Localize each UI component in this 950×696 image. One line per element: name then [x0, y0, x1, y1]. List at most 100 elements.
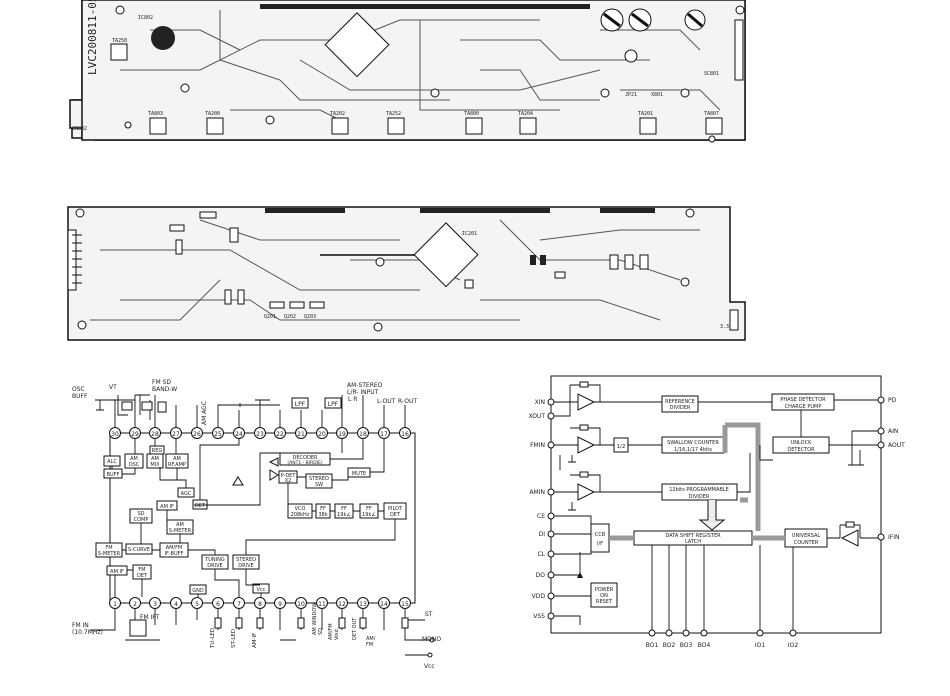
svg-text:19: 19 [338, 431, 346, 438]
svg-text:6: 6 [216, 601, 220, 608]
svg-text:CN802: CN802 [72, 126, 87, 132]
svg-text:RESET: RESET [596, 599, 613, 605]
svg-text:(10.7MHz): (10.7MHz) [72, 629, 103, 636]
svg-text:FMIN: FMIN [530, 442, 545, 449]
svg-text:AM-STEREO: AM-STEREO [347, 382, 383, 389]
svg-text:MONO: MONO [422, 636, 441, 643]
svg-text:DRIVE: DRIVE [238, 563, 253, 569]
svg-text:1: 1 [113, 601, 117, 608]
svg-text:3.3: 3.3 [720, 324, 729, 330]
svg-text:28: 28 [151, 431, 159, 438]
svg-text:AM AGC: AM AGC [201, 401, 208, 425]
svg-text:VT: VT [109, 384, 117, 391]
svg-text:ON: ON [600, 593, 608, 599]
fm-ic-bottom-pins: 1 2 3 4 5 6 7 8 9 10 11 12 13 14 15 [109, 597, 411, 609]
svg-text:25: 25 [214, 431, 222, 438]
svg-text:TA202: TA202 [330, 111, 345, 117]
svg-text:MUTE: MUTE [352, 471, 366, 477]
svg-text:VDD: VDD [532, 593, 546, 600]
svg-text:PHASE DETECTOR: PHASE DETECTOR [780, 397, 826, 403]
svg-text:DI: DI [539, 531, 546, 538]
svg-text:ST: ST [425, 611, 433, 618]
svg-text:DET: DET [390, 512, 401, 518]
svg-text:DRIVE: DRIVE [207, 563, 222, 569]
svg-text:AM-IF: AM-IF [252, 633, 258, 648]
svg-text:DIVIDER: DIVIDER [689, 494, 710, 500]
svg-text:15: 15 [401, 601, 409, 608]
svg-text:FM IN: FM IN [72, 622, 89, 629]
svg-text:38k: 38k [318, 512, 327, 518]
svg-text:Vcc: Vcc [424, 663, 435, 670]
svg-text:FF: FF [320, 506, 326, 512]
svg-text:Q202: Q202 [284, 314, 296, 320]
svg-text:DET: DET [195, 503, 206, 509]
svg-text:DATA SHIFT REGISTER: DATA SHIFT REGISTER [665, 533, 721, 539]
svg-text:R-OUT: R-OUT [398, 398, 417, 405]
svg-text:L/R- INPUT: L/R- INPUT [347, 389, 379, 396]
svg-text:IF-BUFF: IF-BUFF [165, 551, 184, 557]
svg-text:FM SD: FM SD [152, 379, 171, 386]
svg-text:X2: X2 [285, 478, 292, 484]
svg-text:BAND-W: BAND-W [152, 386, 177, 393]
svg-text:SD: SD [318, 628, 324, 635]
svg-text:S-METER: S-METER [98, 551, 121, 557]
svg-text:L R: L R [348, 396, 357, 403]
svg-text:26: 26 [193, 431, 201, 438]
svg-text:TA204: TA204 [518, 111, 533, 117]
svg-text:19k∠: 19k∠ [362, 512, 376, 518]
svg-text:AM: AM [173, 456, 181, 462]
svg-text:208kHz: 208kHz [291, 512, 310, 518]
svg-text:OSC: OSC [129, 462, 140, 468]
svg-text:L-OUT: L-OUT [377, 398, 396, 405]
svg-text:TA807: TA807 [704, 111, 719, 117]
pcb-top-label: IC802 [138, 15, 153, 21]
svg-text:X801: X801 [651, 92, 663, 98]
svg-text:5: 5 [195, 601, 199, 608]
svg-text:VCO: VCO [295, 506, 306, 512]
svg-text:30: 30 [111, 431, 119, 438]
pcb-bottom: IC201 Q201 Q202 Q203 3.3 [67, 206, 746, 341]
svg-text:IFIN: IFIN [888, 534, 899, 541]
svg-text:27: 27 [172, 431, 180, 438]
svg-text:CHARGE PUMP: CHARGE PUMP [785, 404, 822, 410]
svg-text:PD: PD [888, 397, 897, 404]
svg-text:MIX: MIX [150, 462, 160, 468]
svg-text:AM: AM [151, 456, 159, 462]
pcb-top: LVC200811-0501 IC802 TA250 TA803 TA200 T… [69, 0, 746, 143]
svg-text:BO1: BO1 [646, 642, 659, 649]
svg-text:BO3: BO3 [680, 642, 693, 649]
svg-text:7: 7 [237, 601, 241, 608]
svg-text:SWALLOW COUNTER: SWALLOW COUNTER [667, 440, 719, 446]
svg-text:FM: FM [366, 642, 373, 648]
svg-text:XOUT: XOUT [528, 413, 545, 420]
fm-ic-fm-ift [129, 619, 147, 637]
svg-text:AM: AM [176, 522, 184, 528]
svg-text:22: 22 [276, 431, 284, 438]
fm-ic-lpf-1 [291, 397, 309, 409]
svg-text:19k∠: 19k∠ [337, 512, 351, 518]
svg-text:9: 9 [278, 601, 282, 608]
svg-text:TA252: TA252 [386, 111, 401, 117]
pcb-top-pad-strip [260, 4, 590, 9]
svg-text:AIN: AIN [888, 428, 898, 435]
svg-text:BUFF: BUFF [72, 393, 88, 400]
svg-text:OSC: OSC [72, 386, 85, 393]
svg-text:TU-LED: TU-LED [210, 628, 216, 649]
svg-text:Q201: Q201 [264, 314, 276, 320]
svg-text:14: 14 [380, 601, 388, 608]
svg-text:AM/: AM/ [366, 636, 376, 642]
pcb-top-qfp-chip [324, 12, 390, 78]
svg-text:UNIVERSAL: UNIVERSAL [792, 533, 821, 539]
svg-text:CL: CL [537, 551, 545, 558]
pcb-top-board-code: LVC200811-0501 [86, 0, 99, 75]
svg-text:AGC: AGC [181, 491, 192, 497]
pcb-bottom-qfp-chip [413, 222, 479, 288]
svg-text:DETECTOR: DETECTOR [787, 447, 815, 453]
svg-text:Vcc: Vcc [257, 587, 266, 593]
svg-text:4: 4 [174, 601, 178, 608]
svg-text:AMIN: AMIN [529, 489, 545, 496]
svg-text:21: 21 [297, 431, 305, 438]
svg-text:TUNING: TUNING [204, 557, 225, 563]
svg-text:(ANT1 - BIRDIE): (ANT1 - BIRDIE) [287, 460, 322, 466]
